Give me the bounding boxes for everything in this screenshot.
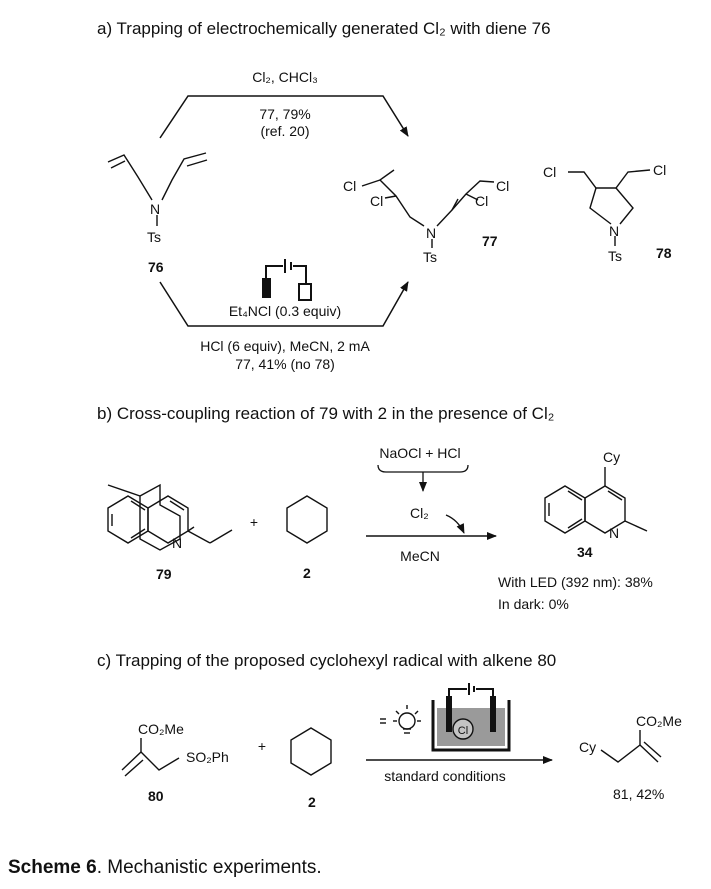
reagent-cl2: Cl₂ [410,505,429,521]
compound-78-structure [568,169,651,246]
compound-80-label: 80 [148,788,164,804]
caption-label: Scheme 6 [8,857,97,878]
atom-ts-77: Ts [423,249,437,265]
dark-result: In dark: 0% [498,596,569,612]
section-a-title: a) Trapping of electrochemically generat… [97,19,551,38]
atom-cl-77-c: Cl [496,178,509,194]
top-ref-label: (ref. 20) [260,123,309,139]
atom-cl-78-left: Cl [543,164,556,180]
solvent-mecn: MeCN [400,548,440,564]
reagent-naocl-hcl: NaOCl + HCl [379,445,460,461]
plus-sign-c: + [258,738,266,754]
product-81-yield: 81, 42% [613,786,664,802]
cy-label-81: Cy [579,739,596,755]
compound-2-label-c: 2 [308,794,316,810]
atom-n-76: N [150,201,160,217]
compound-34-structure [544,467,648,534]
compound-79-structure [107,483,233,551]
compound-81-structure [600,730,662,763]
compound-77-structure [361,169,495,248]
section-b-title: b) Cross-coupling reaction of 79 with 2 … [97,404,554,423]
electrochem-cell-icon [431,683,511,752]
standard-conditions-label: standard conditions [384,768,505,784]
atom-n-78: N [609,223,619,239]
compound-80-structure [121,738,180,777]
light-bulb-icon [380,705,421,734]
atom-ts-78: Ts [608,248,622,264]
plus-sign-b: + [250,514,258,530]
led-result: With LED (392 nm): 38% [498,574,653,590]
co2me-80: CO₂Me [138,721,184,737]
bottom-yield-label: 77, 41% (no 78) [235,356,335,372]
atom-n-34: N [609,525,619,541]
bottom-reaction-arrow [159,281,409,327]
compound-78-label: 78 [656,245,672,261]
atom-cl-78-right: Cl [653,162,666,178]
top-yield-label: 77, 79% [259,106,310,122]
so2ph-80: SO₂Ph [186,749,229,765]
bottom-conditions-label: HCl (6 equiv), MeCN, 2 mA [200,338,370,354]
atom-cl-77-a: Cl [343,178,356,194]
atom-n-79: N [172,535,182,551]
atom-cl-77-b: Cl [370,193,383,209]
section-c-title: c) Trapping of the proposed cyclohexyl r… [97,651,556,670]
compound-2-structure-b [286,495,328,544]
compound-77-label: 77 [482,233,498,249]
top-reaction-arrow [159,95,409,139]
top-reagents-label: Cl₂, CHCl₃ [252,69,318,85]
compound-2-structure-c [290,727,332,776]
compound-76-label: 76 [148,259,164,275]
bottom-reagent-label: Et₄NCl (0.3 equiv) [229,303,341,319]
cy-label-34: Cy [603,449,620,465]
co2me-81: CO₂Me [636,713,682,729]
electrolysis-cell-icon [262,259,312,301]
compound-79-label: 79 [156,566,172,582]
atom-ts-76: Ts [147,229,161,245]
caption-text: . Mechanistic experiments. [96,857,322,878]
atom-n-77: N [426,225,436,241]
compound-76-structure [107,152,208,226]
scheme-caption: Scheme 6. Mechanistic experiments. [8,857,322,879]
atom-cl-77-d: Cl [475,193,488,209]
cl2-curved-arrow [445,514,465,534]
reagent-bracket [377,464,469,473]
compound-34-label: 34 [577,544,593,560]
compound-2-label-b: 2 [303,565,311,581]
cl-in-circle: Cl [458,725,468,737]
